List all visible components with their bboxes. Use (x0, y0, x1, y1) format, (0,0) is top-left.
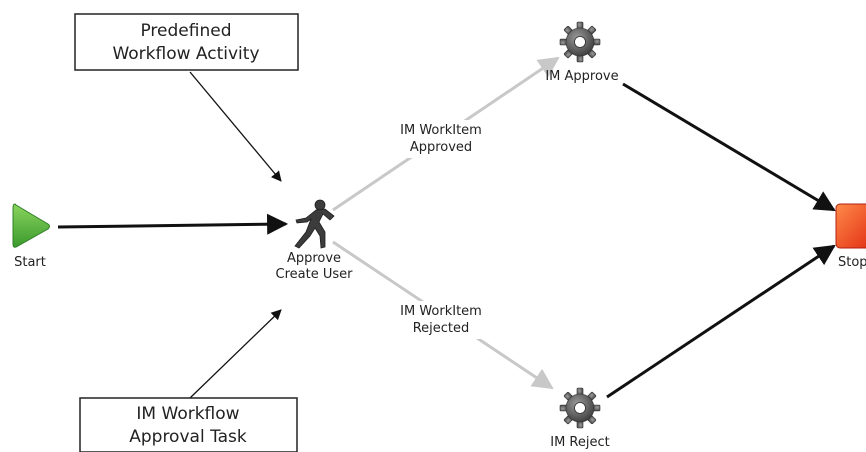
callout-predefined-line1: Predefined (140, 21, 231, 41)
im-approve-label: IM Approve (545, 69, 618, 84)
gear-icon (559, 387, 601, 429)
stop-label: Stop (838, 255, 866, 270)
edge-label-approved-line1: IM WorkItem (400, 123, 482, 138)
edge-label-approved: IM WorkItem Approved (388, 120, 494, 158)
approve-task-node[interactable]: Approve Create User (276, 199, 354, 282)
approve-task-label-line2: Create User (276, 267, 354, 282)
callout-predefined-line2: Workflow Activity (112, 44, 259, 64)
edge-label-rejected: IM WorkItem Rejected (388, 301, 494, 339)
stop-square-icon (835, 203, 866, 249)
start-node[interactable]: Start (12, 203, 50, 270)
edge-start-to-approve (57, 213, 289, 235)
callout-predefined-activity: Predefined Workflow Activity (74, 13, 299, 71)
edge-approve-to-stop (622, 82, 836, 212)
approve-task-label-line1: Approve (287, 251, 341, 266)
im-reject-node[interactable]: IM Reject (550, 387, 610, 450)
callout-approval-task: IM Workflow Approval Task (79, 397, 298, 452)
start-play-icon (12, 203, 50, 248)
im-approve-node[interactable]: IM Approve (545, 21, 619, 84)
im-reject-label: IM Reject (550, 435, 609, 450)
callout-pointer-approval-task (189, 309, 282, 399)
edge-reject-to-stop (606, 244, 836, 399)
gear-icon (559, 21, 601, 63)
edge-label-rejected-line1: IM WorkItem (400, 304, 482, 319)
stop-node[interactable]: Stop (835, 203, 866, 270)
running-person-icon (294, 199, 335, 249)
edge-label-rejected-line2: Rejected (413, 321, 470, 336)
edge-label-approved-line2: Approved (410, 140, 472, 155)
callout-pointer-predefined (189, 71, 282, 182)
callout-approval-task-line2: Approval Task (129, 427, 247, 447)
start-label: Start (14, 255, 46, 270)
callout-approval-task-line1: IM Workflow (136, 404, 239, 424)
